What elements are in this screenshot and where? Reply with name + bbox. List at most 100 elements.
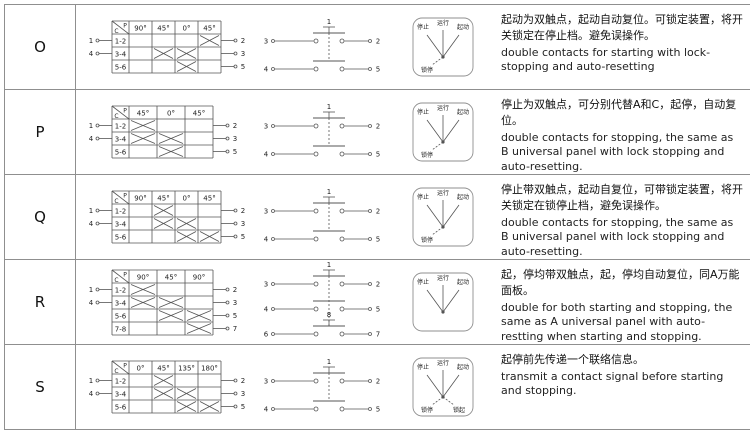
pin-label: 5	[376, 406, 380, 414]
pin-label: 4	[89, 299, 94, 307]
contact-row-label: 7-8	[115, 326, 126, 334]
angle-label: 45°	[137, 110, 149, 118]
description-zh: 起，停均带双触点，起，停均自动复位，同A万能面板。	[501, 268, 740, 297]
description-zh: 起动为双触点，起动自动复位。可锁定装置，将开关锁定在停止档。避免误操作。	[501, 13, 743, 42]
pin-label: 8	[327, 311, 331, 319]
corner-p-label: P	[123, 193, 127, 200]
pin-label: 1	[327, 261, 331, 269]
pin-label: 3	[233, 135, 237, 143]
corner-c-label: C	[114, 368, 118, 375]
contact-row-label: 5-6	[115, 234, 127, 242]
pin-label: 3	[241, 220, 245, 228]
panel-position-label: 运行	[437, 19, 449, 27]
pin-label: 1	[327, 358, 331, 366]
description: 起动为双触点，起动自动复位。可锁定装置，将开关锁定在停止档。避免误操作。 doub…	[491, 5, 750, 89]
panel-lock-stop-label: 锁停	[421, 151, 433, 159]
pin-label: 5	[376, 236, 380, 244]
description: 停止带双触点，起动自复位，可带锁定装置，将开关锁定在锁停止档，避免误操作。dou…	[491, 175, 750, 259]
panel-position-label: 停止	[417, 278, 429, 286]
contact-row-label: 3-4	[115, 51, 127, 59]
pin-label: 2	[241, 207, 245, 215]
panel-position-label: 停止	[417, 193, 429, 201]
panel-position-label: 运行	[437, 104, 449, 112]
panel-indicator: 停止运行起动锁停锁起	[412, 357, 474, 417]
panel-position-label: 起动	[457, 23, 469, 31]
corner-c-label: C	[114, 198, 118, 205]
panel-position-label: 运行	[437, 359, 449, 367]
contact-row-label: 3-4	[115, 391, 127, 399]
contact-row-label: 5-6	[115, 404, 127, 412]
pin-label: 5	[233, 148, 237, 156]
pin-label: 3	[264, 123, 268, 131]
panel-cell: 停止运行起动锁停	[396, 5, 491, 89]
panel-position-label: 起动	[457, 108, 469, 116]
contact-row-label: 1-2	[115, 38, 126, 46]
corner-p-label: P	[123, 108, 127, 115]
panel-lock-stop-label: 锁停	[421, 406, 433, 414]
pin-label: 5	[376, 151, 380, 159]
panel-position-label: 停止	[417, 23, 429, 31]
type-label: S	[5, 345, 76, 429]
angle-label: 45°	[203, 195, 215, 203]
pin-label: 3	[241, 390, 245, 398]
angle-label: 0°	[183, 195, 191, 203]
pin-label: 1	[89, 207, 93, 215]
pin-label: 4	[89, 390, 94, 398]
corner-c-label: C	[114, 277, 118, 284]
pin-label: 2	[376, 378, 380, 386]
description-zh: 起停前先传递一个联络信息。	[501, 353, 644, 366]
description: 起停前先传递一个联络信息。 transmit a contact signal b…	[491, 345, 750, 429]
angle-label: 45°	[193, 110, 205, 118]
description-en: transmit a contact signal before startin…	[501, 369, 724, 398]
pin-label: 5	[241, 403, 245, 411]
panel-cell: 停止运行起动锁停锁起	[396, 345, 491, 429]
panel-position-label: 运行	[437, 189, 449, 197]
description-en: double contacts for starting with lock-s…	[501, 45, 711, 74]
circuit-cell: 3 2 1 4 5	[256, 345, 396, 429]
contact-row-label: 3-4	[115, 136, 127, 144]
pin-label: 2	[376, 281, 380, 289]
pin-label: 4	[264, 406, 269, 414]
angle-label: 45°	[203, 25, 215, 33]
pin-label: 5	[241, 233, 245, 241]
pin-label: 1	[327, 188, 331, 196]
description-zh: 停止为双触点，可分别代替A和C，起停，自动复位。	[501, 98, 737, 127]
panel-cell: 停止运行起动锁停	[396, 90, 491, 174]
pin-label: 5	[376, 306, 380, 314]
angle-label: 180°	[201, 365, 218, 373]
pin-label: 1	[89, 377, 93, 385]
pin-label: 3	[264, 281, 268, 289]
panel-outline	[412, 272, 474, 332]
pin-label: 3	[241, 50, 245, 58]
pin-label: 5	[376, 66, 380, 74]
panel-lock-start-label: 锁起	[453, 406, 465, 414]
pin-label: 3	[264, 378, 268, 386]
panel-position-label: 停止	[417, 363, 429, 371]
angle-label: 0°	[137, 365, 145, 373]
panel-position-label: 起动	[457, 193, 469, 201]
pin-label: 7	[233, 325, 237, 333]
panel-outline	[412, 187, 474, 247]
pin-label: 4	[264, 236, 269, 244]
description-zh: 停止带双触点，起动自复位，可带锁定装置，将开关锁定在锁停止档，避免误操作。	[501, 183, 743, 212]
contact-row-label: 5-6	[115, 64, 127, 72]
angle-label: 135°	[178, 365, 195, 373]
corner-p-label: P	[123, 363, 127, 370]
corner-p-label: P	[123, 23, 127, 30]
angle-label: 45°	[157, 365, 169, 373]
pin-label: 5	[233, 312, 237, 320]
